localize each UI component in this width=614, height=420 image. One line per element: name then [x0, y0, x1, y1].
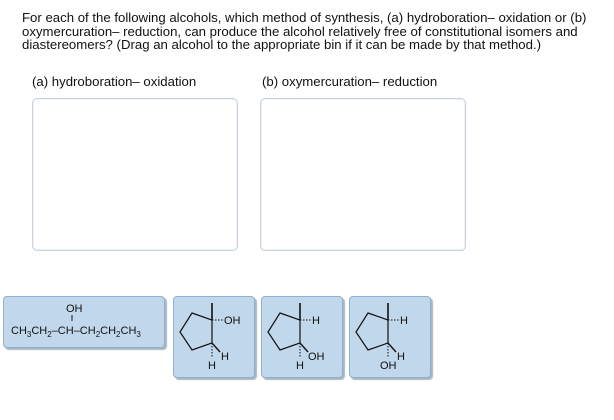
bin-label-hydroboration: (a) hydroboration– oxidation: [32, 74, 197, 89]
cyclopentanol-structure-3: H H OH: [267, 303, 325, 372]
cyclopentanol-structure-2: OH H H: [179, 303, 241, 372]
card3-h2-label: H: [296, 360, 304, 372]
hexanol-formula: CH3CH2–CH–CH2CH2CH3: [11, 325, 141, 339]
hexanol-structure: OH CH3CH2–CH–CH2CH2CH3: [11, 303, 141, 339]
bin-label-oxymercuration: (b) oxymercuration– reduction: [262, 74, 438, 89]
bin-oxymercuration-reduction[interactable]: [260, 98, 466, 251]
card2-oh-label: OH: [224, 315, 241, 327]
cyclopentanol-structure-4: H OH H: [355, 303, 408, 372]
alcohol-card-2[interactable]: OH H H: [173, 296, 255, 378]
card2-h-label: H: [208, 360, 216, 372]
card2-h2-label: H: [221, 351, 229, 363]
card4-oh-label: OH: [380, 360, 397, 372]
bin-hydroboration-oxidation[interactable]: [32, 98, 238, 251]
alcohol-card-4[interactable]: H OH H: [349, 296, 431, 378]
question-text: For each of the following alcohols, whic…: [22, 10, 587, 52]
alcohol-card-hexanol[interactable]: OH CH3CH2–CH–CH2CH2CH3: [3, 296, 165, 348]
card3-h-label: H: [312, 315, 320, 327]
card4-h2-label: H: [397, 351, 405, 363]
hexanol-oh-label: OH: [66, 303, 83, 315]
card4-h-label: H: [400, 315, 408, 327]
card3-oh-label: OH: [308, 351, 325, 363]
alcohol-card-3[interactable]: H H OH: [261, 296, 343, 378]
